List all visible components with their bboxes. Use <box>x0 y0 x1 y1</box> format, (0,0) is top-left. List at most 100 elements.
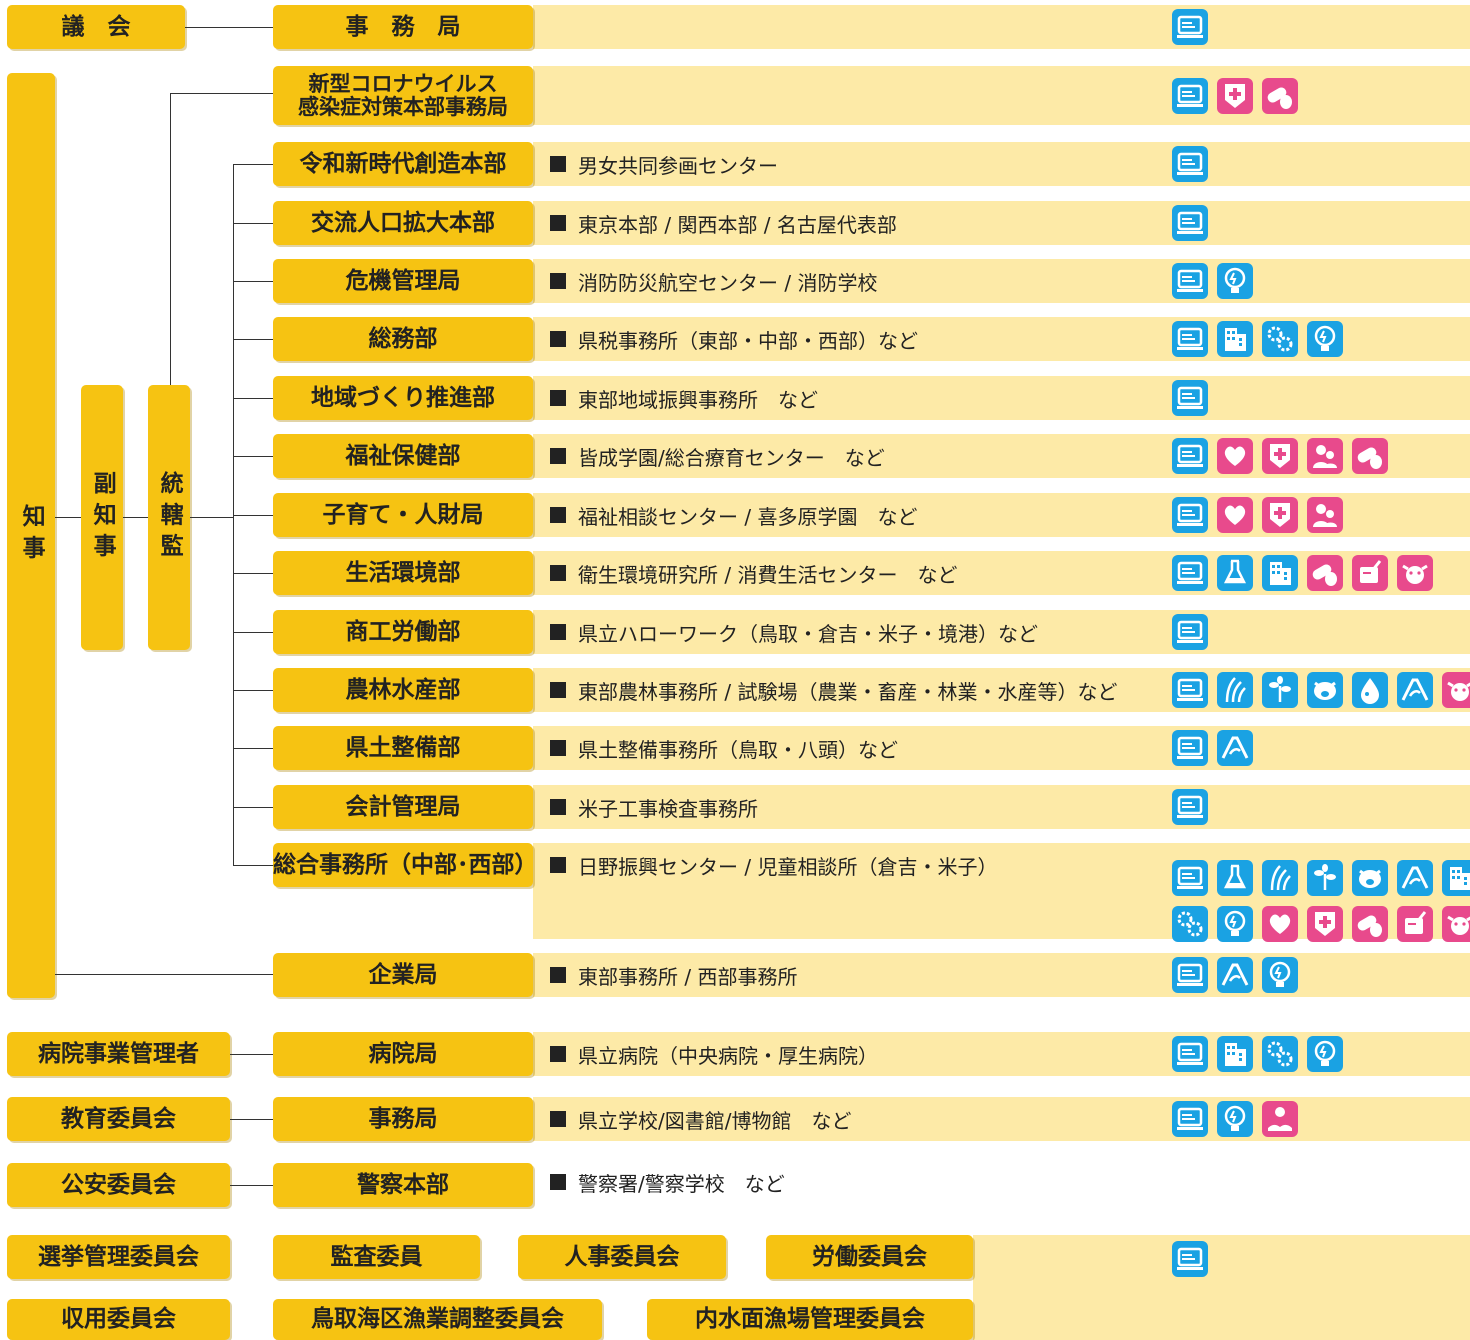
cow-icon <box>1442 906 1470 942</box>
commission-box: 内水面漁場管理委員会 <box>647 1299 973 1340</box>
connector-line <box>55 974 273 975</box>
commission-box: 人事委員会 <box>518 1235 726 1279</box>
committee-desc-text: 警察署/警察学校 など <box>578 1171 785 1196</box>
lightbulb-icon <box>1217 906 1253 942</box>
committee-head-label: 公安委員会 <box>61 1171 176 1198</box>
bullet-square <box>550 1111 566 1127</box>
department-band <box>533 610 1470 654</box>
building-icon <box>1262 555 1298 591</box>
bullet-square <box>550 273 566 289</box>
department-name: 福祉保健部 <box>345 442 461 469</box>
building-icon <box>1442 860 1470 896</box>
commission-label: 監査委員 <box>330 1243 423 1270</box>
pc-icon <box>1172 497 1208 533</box>
department-desc: 福祉相談センター / 喜多原学園 など <box>550 493 917 537</box>
department-name: 新型コロナウイルス 感染症対策本部事務局 <box>298 72 508 119</box>
committee-head-label: 病院事業管理者 <box>38 1040 199 1067</box>
committee-band <box>533 1097 1470 1141</box>
connector-line <box>170 93 273 94</box>
bullet-square <box>550 1046 566 1062</box>
reading-icon <box>1262 1101 1298 1137</box>
department-band <box>533 785 1470 829</box>
department-name: 県土整備部 <box>345 734 461 761</box>
plant-icon <box>1262 672 1298 708</box>
food-icon <box>1352 555 1388 591</box>
department-desc-text: 皆成学園/総合療育センター など <box>578 445 885 470</box>
road-icon <box>1397 860 1433 896</box>
department-desc-text: 東部地域振興事務所 など <box>578 387 818 412</box>
connector-line <box>55 517 81 518</box>
connector-line <box>170 93 171 385</box>
department-box: 総合事務所（中部･西部） <box>273 843 538 887</box>
connector-line <box>233 456 273 457</box>
bullet-square <box>550 156 566 172</box>
bullet-square <box>550 507 566 523</box>
department-name: 令和新時代創造本部 <box>299 150 507 177</box>
pc-icon <box>1172 1101 1208 1137</box>
bullet-square <box>550 448 566 464</box>
commission-label: 収用委員会 <box>61 1306 176 1333</box>
department-desc-text: 男女共同参画センター <box>578 153 778 178</box>
connector-line <box>233 748 273 749</box>
connector-line <box>190 517 233 518</box>
connector-line <box>233 164 273 165</box>
grain-icon <box>1217 672 1253 708</box>
pc-icon <box>1172 263 1208 299</box>
pc-icon <box>1172 860 1208 896</box>
department-desc-text: 日野振興センター / 児童相談所（倉吉・米子） <box>578 854 998 879</box>
medical-cross-icon <box>1307 906 1343 942</box>
department-box: 会計管理局 <box>273 785 533 829</box>
department-box: 交流人口拡大本部 <box>273 201 533 245</box>
assembly-box: 議 会 <box>7 5 185 49</box>
connector-line <box>233 807 273 808</box>
connector-line <box>233 281 273 282</box>
commission-label: 人事委員会 <box>564 1243 680 1270</box>
connector-line <box>233 398 273 399</box>
connector-line <box>233 690 273 691</box>
pc-icon <box>1172 614 1208 650</box>
superintendent-label: 統轄監 <box>156 470 183 565</box>
committee-desc: 警察署/警察学校 など <box>550 1160 785 1204</box>
pc-icon <box>1172 672 1208 708</box>
bullet-square <box>550 1174 566 1190</box>
department-box: 総務部 <box>273 317 533 361</box>
connector-line <box>185 27 273 28</box>
grain-icon <box>1262 860 1298 896</box>
pc-icon <box>1172 1036 1208 1072</box>
department-desc: 東部農林事務所 / 試験場（農業・畜産・林業・水産等）など <box>550 668 1117 712</box>
department-name: 総合事務所（中部･西部） <box>273 851 538 878</box>
department-desc: 米子工事検査事務所 <box>550 785 758 829</box>
bullet-square <box>550 740 566 756</box>
pc-icon <box>1172 380 1208 416</box>
bullet-square <box>550 624 566 640</box>
department-desc-text: 県税事務所（東部・中部・西部）など <box>578 328 918 353</box>
medical-cross-icon <box>1262 497 1298 533</box>
department-name: 会計管理局 <box>345 793 461 820</box>
commission-label: 選挙管理委員会 <box>38 1243 199 1270</box>
medicine-icon <box>1352 906 1388 942</box>
committee-head-box: 公安委員会 <box>7 1163 230 1207</box>
lightbulb-icon <box>1307 321 1343 357</box>
pc-icon <box>1172 321 1208 357</box>
department-box: 子育て・人財局 <box>273 493 533 537</box>
connector-line <box>233 865 273 866</box>
medical-cross-icon <box>1262 438 1298 474</box>
gears-icon <box>1262 321 1298 357</box>
department-band <box>533 376 1470 420</box>
department-desc: 県税事務所（東部・中部・西部）など <box>550 317 918 361</box>
committee-desc: 県立病院（中央病院・厚生病院） <box>550 1032 878 1076</box>
assembly-secretariat-box: 事 務 局 <box>273 5 533 49</box>
fish-icon <box>1352 672 1388 708</box>
building-icon <box>1217 1036 1253 1072</box>
department-name: 総務部 <box>368 325 438 352</box>
committee-office-label: 事務局 <box>368 1105 438 1132</box>
department-name: 危機管理局 <box>345 267 461 294</box>
pc-icon <box>1172 957 1208 993</box>
bullet-square <box>550 215 566 231</box>
department-desc: 消防防災航空センター / 消防学校 <box>550 259 877 303</box>
department-desc-text: 県土整備事務所（鳥取・八頭）など <box>578 737 898 762</box>
superintendent-box: 統轄監 <box>148 385 190 650</box>
connector-line <box>123 517 148 518</box>
department-band <box>533 201 1470 245</box>
